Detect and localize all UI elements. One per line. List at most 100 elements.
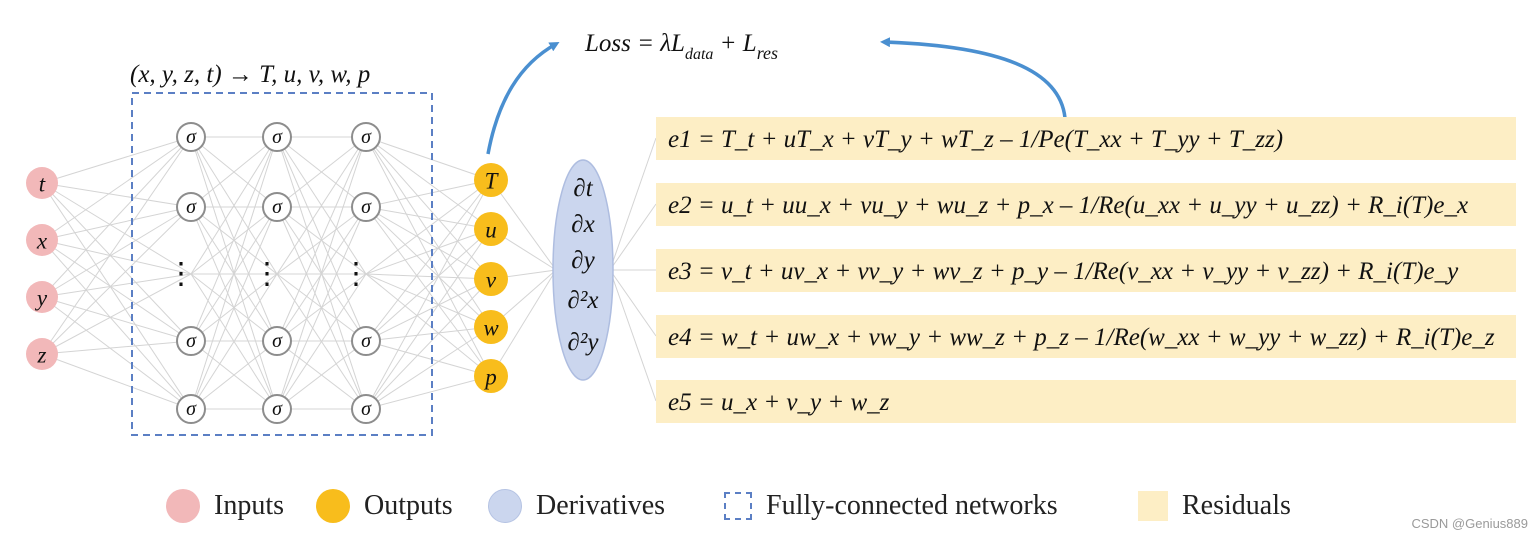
residual-to-loss-arrow [880, 37, 1067, 119]
hidden-neuron [176, 326, 206, 356]
output-node [474, 163, 508, 197]
connection-line [41, 182, 192, 342]
loss-formula: Loss = λLdata + Lres [584, 30, 778, 63]
output-node-label: T [485, 169, 500, 194]
watermark: CSDN @Genius889 [1411, 516, 1528, 531]
hidden-neuron-symbol: σ [361, 196, 372, 218]
connection-line [609, 269, 657, 402]
connection-line [365, 179, 492, 208]
connection-line [276, 136, 367, 275]
connection-line [609, 269, 657, 337]
connection-line [41, 136, 192, 241]
connection-line [276, 273, 367, 410]
derivative-dy: ∂y [571, 247, 595, 274]
connection-line [190, 340, 278, 410]
output-to-loss-arrow [486, 42, 560, 155]
connection-line [190, 136, 278, 410]
input-node [26, 281, 58, 313]
derivative-dx: ∂x [571, 211, 594, 238]
connection-line [41, 273, 192, 298]
residual-equation-e3: e3 = v_t + uv_x + vv_y + wv_z + p_y – 1/… [668, 258, 1459, 285]
hidden-neuron [262, 122, 292, 152]
connection-line [41, 206, 192, 241]
hidden-neuron-symbol: σ [361, 330, 372, 352]
connection-line [365, 136, 492, 377]
hidden-neuron-symbol: σ [186, 126, 197, 148]
connection-line [365, 206, 492, 377]
connection-line [365, 278, 492, 410]
connection-line [41, 340, 192, 355]
legend-label: Inputs [214, 490, 284, 521]
hidden-neuron-symbol: σ [186, 330, 197, 352]
hidden-neuron-symbol: σ [361, 398, 372, 420]
connection-line [41, 239, 192, 275]
connection-line [190, 273, 278, 410]
hidden-ellipsis: ⋮ [252, 258, 282, 291]
connection-line [365, 340, 492, 377]
residual-box [656, 117, 1516, 160]
connection-line [365, 179, 492, 342]
residual-equation-e2: e2 = u_t + uu_x + vu_y + wu_z + p_x – 1/… [668, 192, 1468, 219]
connection-line [41, 353, 192, 410]
derivative-swatch-icon [488, 489, 522, 523]
connection-line [365, 206, 492, 280]
connection-line [41, 136, 192, 355]
connection-line [276, 136, 367, 342]
hidden-neuron [176, 122, 206, 152]
residuals-group [656, 117, 1516, 423]
hidden-neuron-symbol: σ [186, 196, 197, 218]
connection-line [365, 136, 492, 230]
hidden-neuron-symbol: σ [272, 126, 283, 148]
connection-line [41, 239, 192, 410]
hidden-neuron [176, 192, 206, 222]
output-node-label: w [483, 316, 499, 341]
legend-item-derivatives: Derivatives [488, 478, 665, 534]
connection-line [41, 182, 192, 208]
residual-equation-e5: e5 = u_x + v_y + w_z [668, 389, 890, 416]
connection-line [365, 179, 492, 275]
hidden-neuron [176, 394, 206, 424]
connection-line [41, 239, 192, 342]
hidden-ellipsis: ⋮ [341, 258, 371, 291]
connection-line [609, 137, 657, 271]
hidden-neuron-symbol: σ [272, 330, 283, 352]
connection-line [190, 206, 278, 275]
connection-line [190, 136, 278, 342]
connection-line [41, 206, 192, 355]
hidden-ellipsis: ⋮ [166, 258, 196, 291]
connection-line [365, 179, 492, 410]
connection-line [41, 136, 192, 184]
connection-line [609, 203, 657, 271]
legend-item-inputs: Inputs [166, 478, 284, 534]
connection-line [276, 206, 367, 275]
connection-line [276, 340, 367, 410]
connection-line [41, 136, 192, 298]
legend: Inputs Outputs Derivatives Fully-connect… [0, 478, 1538, 534]
hidden-neuron [351, 192, 381, 222]
hidden-neuron [351, 326, 381, 356]
residual-equation-e1: e1 = T_t + uT_x + vT_y + wT_z – 1/Pe(T_x… [668, 126, 1283, 153]
input-node-label: x [36, 229, 48, 254]
output-node [474, 310, 508, 344]
legend-item-outputs: Outputs [316, 478, 453, 534]
connection-line [365, 278, 492, 342]
connection-line [190, 206, 278, 410]
connection-line [276, 136, 367, 410]
connection-line [190, 136, 278, 208]
residual-box [656, 380, 1516, 423]
connection-line [365, 136, 492, 181]
connection-line [365, 326, 492, 342]
output-node [474, 212, 508, 246]
connection-line [365, 375, 492, 410]
connection-line [41, 182, 192, 410]
hidden-neuron [262, 326, 292, 356]
input-node-label: y [35, 286, 48, 311]
connection-line [365, 136, 492, 328]
hidden-neuron-symbol: σ [272, 196, 283, 218]
output-node-label: v [486, 268, 497, 293]
connection-line [276, 136, 367, 208]
io-mapping-label: (x, y, z, t) → T, u, v, w, p [130, 61, 370, 88]
output-node-label: p [483, 365, 497, 390]
legend-item-residuals: Residuals [1138, 478, 1291, 534]
